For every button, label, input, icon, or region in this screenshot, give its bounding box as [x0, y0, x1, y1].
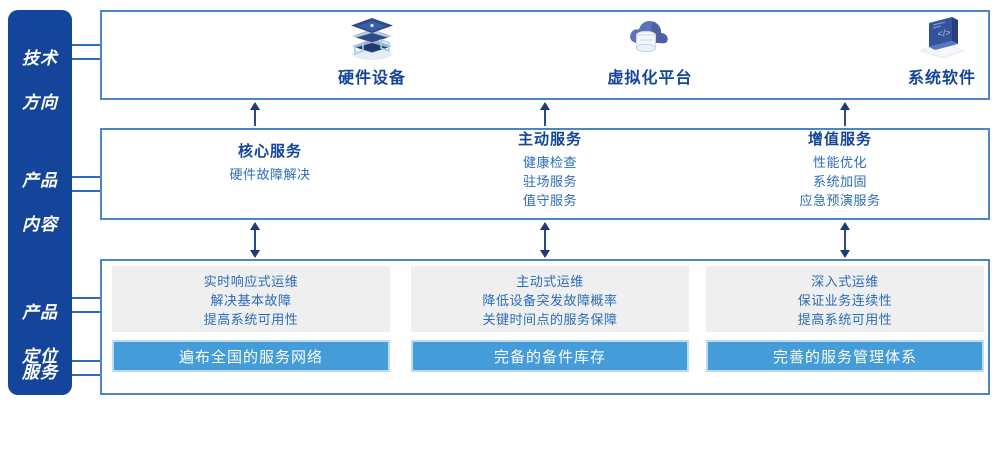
content-item-proactive-service-line-2: 值守服务 [522, 193, 577, 208]
bottom-item-indepth[interactable]: 深入式运维 保证业务连续性 提高系统可用性 完善的服务管理体系 [706, 266, 984, 372]
tech-item-virtualization[interactable]: 虚拟化平台 [540, 12, 760, 98]
rail-label-advantage-line1: 服务 [22, 363, 58, 382]
content-item-proactive-service-title: 主动服务 [517, 131, 582, 148]
content-item-value-added-service-line-0: 性能优化 [812, 155, 867, 170]
arrow-up-icon-virtualization [540, 102, 550, 126]
positioning-panel-proactive: 主动式运维 降低设备突发故障概率 关键时间点的服务保障 [411, 266, 689, 332]
content-item-core-service-title: 核心服务 [237, 143, 302, 160]
rail-label-positioning-line2: 定位 [22, 347, 58, 366]
rail-label-positioning: 产品 定位 [8, 280, 72, 390]
tech-item-hardware[interactable]: 硬件设备 [262, 12, 482, 98]
content-item-value-added-service-title: 增值服务 [807, 131, 872, 148]
tech-item-system-software[interactable]: </> 系统软件 [832, 12, 1000, 98]
positioning-indepth-line-2: 提高系统可用性 [797, 312, 893, 327]
arrow-up-icon-hardware [250, 102, 260, 126]
tech-direction-section: 硬件设备 虚拟化平台 [100, 10, 990, 100]
connector-content-bottom [72, 190, 102, 192]
rail-label-advantage-line2: 优势 [22, 407, 58, 426]
positioning-realtime-line-0: 实时响应式运维 [203, 274, 299, 289]
positioning-realtime-line-1: 解决基本故障 [210, 293, 292, 308]
bottom-item-realtime[interactable]: 实时响应式运维 解决基本故障 提高系统可用性 遍布全国的服务网络 [112, 266, 390, 372]
connector-positioning-bottom [72, 311, 102, 313]
content-item-value-added-service[interactable]: 增值服务 性能优化 系统加固 应急预演服务 [720, 128, 960, 210]
positioning-proactive-line-1: 降低设备突发故障概率 [482, 293, 618, 308]
content-item-core-service[interactable]: 核心服务 硬件故障解决 [150, 140, 390, 184]
rail-label-tech-line2: 方向 [22, 93, 58, 112]
content-item-value-added-service-line-1: 系统加固 [812, 174, 867, 189]
connector-advantage-top [72, 360, 102, 362]
content-item-proactive-service-line-0: 健康检查 [522, 155, 577, 170]
server-stack-icon [262, 12, 482, 62]
positioning-proactive-line-0: 主动式运维 [516, 274, 584, 289]
positioning-proactive-line-2: 关键时间点的服务保障 [482, 312, 618, 327]
tech-item-virtualization-label: 虚拟化平台 [607, 70, 693, 87]
connector-content-top [72, 176, 102, 178]
connector-tech-top [72, 44, 102, 46]
connector-tech-bottom [72, 58, 102, 60]
rail-label-positioning-line1: 产品 [22, 303, 58, 322]
positioning-panel-realtime: 实时响应式运维 解决基本故障 提高系统可用性 [112, 266, 390, 332]
connector-advantage-bottom [72, 374, 102, 376]
rail-label-content: 产品 内容 [8, 148, 72, 258]
advantage-bar-management-system[interactable]: 完善的服务管理体系 [706, 340, 984, 372]
service-architecture-diagram: 技术 方向 产品 内容 产品 定位 服务 优势 [8, 10, 990, 395]
arrow-up-icon-system-software [840, 102, 850, 126]
tech-item-hardware-label: 硬件设备 [337, 70, 406, 87]
positioning-realtime-line-2: 提高系统可用性 [203, 312, 299, 327]
connector-positioning-top [72, 297, 102, 299]
tech-item-system-software-label: 系统软件 [907, 70, 976, 87]
arrow-up-down-icon-right [840, 222, 850, 258]
rail-label-content-line1: 产品 [22, 171, 58, 190]
code-laptop-icon: </> [832, 12, 1000, 62]
advantage-bar-service-network[interactable]: 遍布全国的服务网络 [112, 340, 390, 372]
positioning-indepth-line-0: 深入式运维 [811, 274, 879, 289]
rail-label-advantage: 服务 优势 [8, 340, 72, 450]
content-item-value-added-service-line-2: 应急预演服务 [799, 193, 881, 208]
arrow-up-down-icon-center [540, 222, 550, 258]
cloud-database-icon [540, 12, 760, 62]
content-item-proactive-service[interactable]: 主动服务 健康检查 驻场服务 值守服务 [430, 128, 670, 210]
svg-text:</>: </> [937, 27, 951, 39]
content-item-core-service-line-0: 硬件故障解决 [229, 167, 311, 182]
advantage-bar-spare-parts[interactable]: 完备的备件库存 [411, 340, 689, 372]
rail-label-tech-line1: 技术 [22, 49, 58, 68]
positioning-indepth-line-1: 保证业务连续性 [797, 293, 893, 308]
bottom-item-proactive[interactable]: 主动式运维 降低设备突发故障概率 关键时间点的服务保障 完备的备件库存 [411, 266, 689, 372]
content-item-proactive-service-line-1: 驻场服务 [522, 174, 577, 189]
positioning-panel-indepth: 深入式运维 保证业务连续性 提高系统可用性 [706, 266, 984, 332]
arrow-up-down-icon-left [250, 222, 260, 258]
rail-label-tech: 技术 方向 [8, 26, 72, 136]
category-rail [8, 10, 72, 395]
rail-label-content-line2: 内容 [22, 215, 58, 234]
product-content-section [100, 128, 990, 220]
